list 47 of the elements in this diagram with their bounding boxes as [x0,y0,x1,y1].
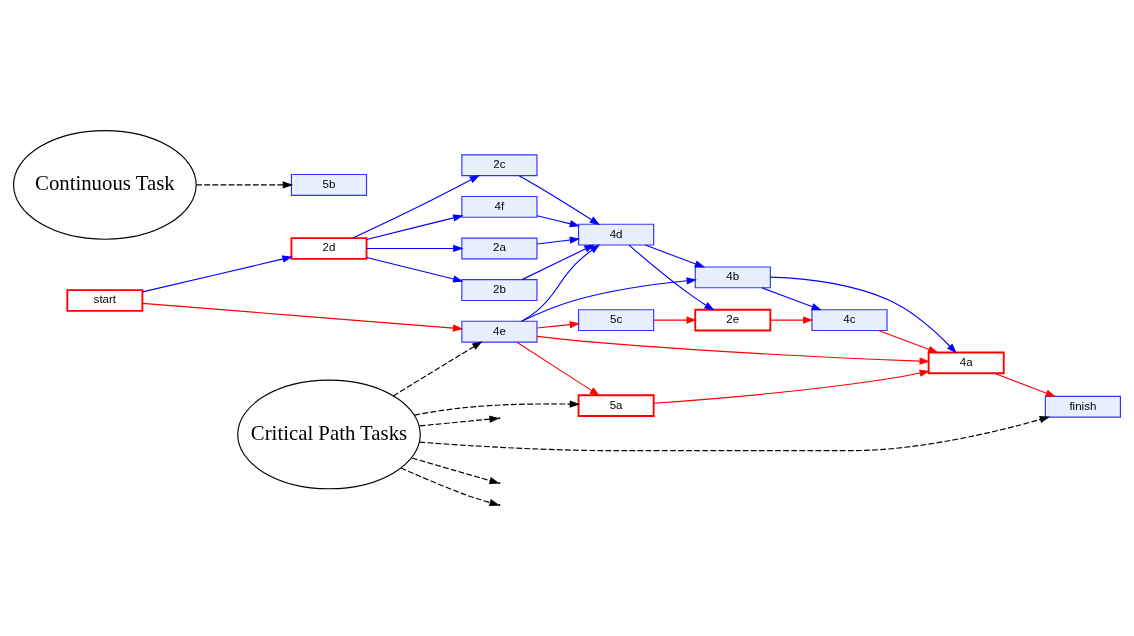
arrow [418,416,1051,452]
arrow [392,341,483,397]
arrow [366,256,464,283]
arrow [521,277,697,322]
arrow [518,175,601,226]
node-box: 5b [290,173,368,196]
node-ellipse: Continuous Task [13,130,197,240]
arrow [419,415,500,427]
node-box: 5c [577,309,655,332]
arrow [628,244,715,311]
arrow [352,174,481,239]
arrow [536,321,581,329]
arrow [141,302,464,332]
node-box: finish [1044,395,1121,418]
node-box: 4c [811,309,888,332]
node-box: 4b [694,266,771,289]
node-box: 4d [577,223,655,246]
arrow [195,181,294,189]
node-box: 4a [927,351,1005,375]
arrow [521,244,595,281]
arrow [366,214,464,241]
arrow [413,400,581,416]
arrow [142,255,293,293]
node-box: 2c [461,154,538,177]
arrow [521,244,601,322]
arrow [536,335,930,365]
node-ellipse: Critical Path Tasks [237,379,421,490]
arrow [644,244,706,268]
arrow [878,330,939,353]
node-box: 4e [461,320,538,343]
arrow [516,341,601,396]
node-box: 2a [461,237,538,260]
arrow [536,236,581,245]
arrow [769,276,957,354]
node-box: 2b [461,279,538,302]
arrow [993,372,1057,397]
arrow [653,316,697,324]
arrow [536,215,581,228]
arrow [761,287,822,311]
node-box: 2e [694,308,772,332]
node-box: 4f [461,195,538,218]
arrow [653,369,930,404]
arrow [769,316,814,324]
node-box: 2d [290,237,368,260]
arrow [366,244,464,253]
node-box: 5a [577,394,655,417]
node-box: start [66,289,144,312]
